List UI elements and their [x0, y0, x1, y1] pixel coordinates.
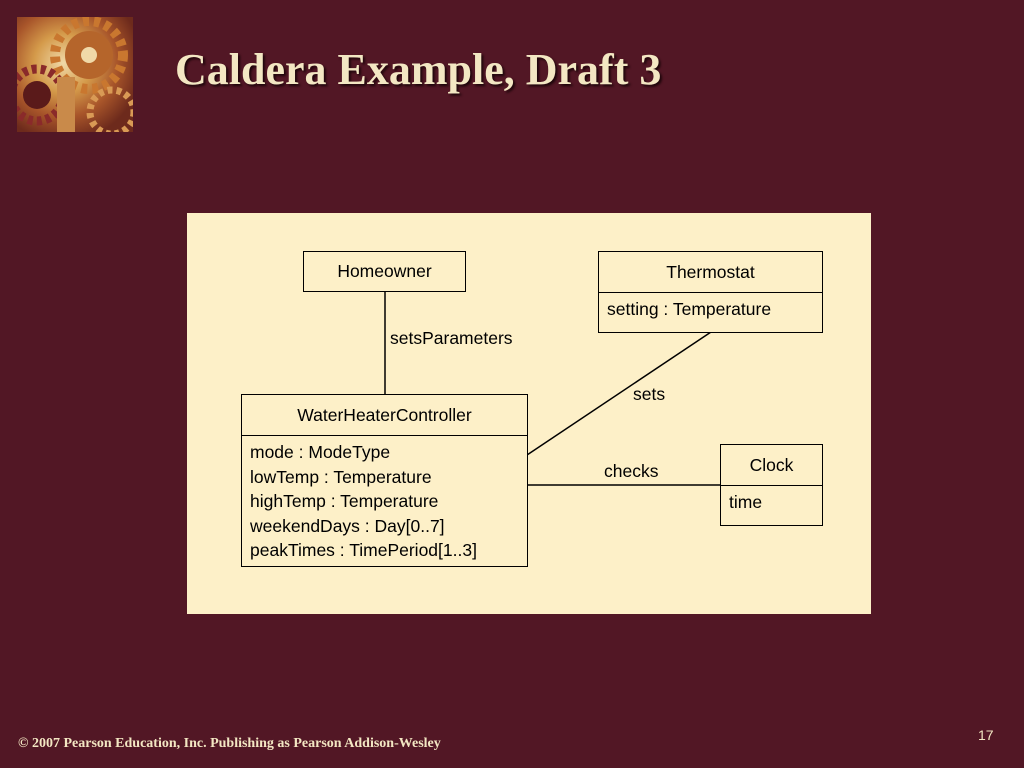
association-label-setsparameters: setsParameters — [390, 328, 513, 348]
attribute: setting : Temperature — [607, 299, 772, 319]
association-lines — [384, 291, 721, 486]
attribute: mode : ModeType — [250, 442, 391, 462]
association-label-sets: sets — [633, 384, 666, 404]
attribute: time — [729, 492, 763, 512]
association-label-checks: checks — [604, 461, 659, 481]
attribute: peakTimes : TimePeriod[1..3] — [250, 540, 477, 560]
gears-icon — [17, 17, 133, 132]
class-name: Homeowner — [337, 261, 432, 281]
class-attributes: setting : Temperature — [599, 292, 822, 332]
attribute: lowTemp : Temperature — [250, 466, 432, 487]
class-attributes: time — [721, 485, 822, 525]
attribute: weekendDays : Day[0..7] — [250, 515, 445, 536]
attribute: highTemp : Temperature — [250, 491, 439, 511]
class-name: Thermostat — [666, 262, 755, 282]
uml-class-diagram: Homeowner Thermostat setting : Temperatu… — [187, 213, 871, 614]
class-name: Clock — [749, 455, 794, 475]
class-waterheatercontroller: WaterHeaterController mode : ModeType lo… — [241, 394, 528, 567]
class-attributes: mode : ModeType lowTemp : Temperature hi… — [242, 435, 527, 563]
copyright-footer: © 2007 Pearson Education, Inc. Publishin… — [18, 736, 441, 751]
class-thermostat: Thermostat setting : Temperature — [598, 251, 823, 333]
class-clock: Clock time — [720, 444, 823, 526]
slide-title: Caldera Example, Draft 3 — [175, 45, 662, 94]
class-homeowner: Homeowner — [303, 251, 466, 292]
association-line-sets — [526, 331, 712, 456]
page-number: 17 — [978, 727, 994, 743]
class-name: WaterHeaterController — [297, 405, 472, 425]
clockwork-gears-logo — [17, 17, 133, 132]
